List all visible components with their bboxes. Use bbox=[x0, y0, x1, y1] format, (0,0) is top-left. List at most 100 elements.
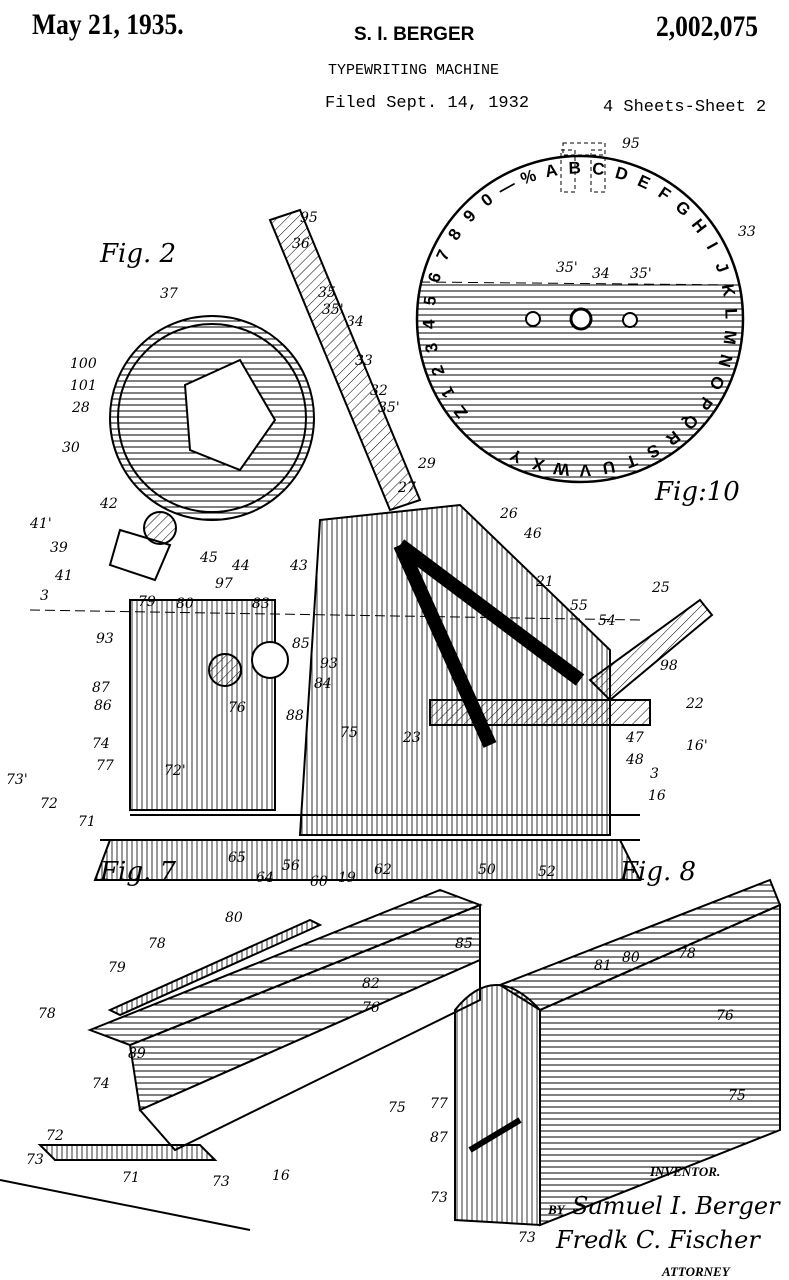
ref-label: 21 bbox=[535, 574, 554, 590]
ref-label: 87 bbox=[92, 680, 110, 696]
ref-label: 73 bbox=[430, 1190, 448, 1206]
dial-character: 0 bbox=[477, 190, 496, 211]
ref-label: 79 bbox=[138, 594, 156, 610]
ref-label: 52 bbox=[538, 864, 556, 880]
dial-character: I bbox=[703, 239, 722, 252]
ref-label: 101 bbox=[70, 378, 97, 394]
ref-label: 33 bbox=[738, 224, 756, 240]
dial-character: K bbox=[718, 282, 739, 298]
sheet-count: 4 Sheets-Sheet 2 bbox=[603, 98, 767, 117]
ref-label: 3 bbox=[650, 766, 659, 782]
dial-character: B bbox=[568, 158, 581, 177]
ref-label: 39 bbox=[50, 540, 68, 556]
ref-label: 98 bbox=[660, 658, 678, 674]
ref-label: 33 bbox=[355, 353, 373, 369]
ref-label: 16' bbox=[686, 738, 708, 754]
dial-character: 9 bbox=[459, 206, 479, 226]
ref-label: 73 bbox=[26, 1152, 44, 1168]
ref-label: 35' bbox=[556, 260, 578, 276]
dial-character: V bbox=[579, 460, 592, 479]
ref-label: 93 bbox=[320, 656, 338, 672]
fig8-paper-guide-end bbox=[454, 878, 782, 1227]
ref-label: 44 bbox=[231, 558, 250, 574]
inventor-name: S. I. BERGER bbox=[354, 24, 475, 45]
ref-label: 3 bbox=[40, 588, 49, 604]
ref-label: 72 bbox=[46, 1128, 64, 1144]
ref-label: 35' bbox=[630, 266, 652, 282]
ref-label: 30 bbox=[62, 440, 80, 456]
dial-character: E bbox=[635, 171, 653, 193]
ref-label: 37 bbox=[160, 286, 178, 302]
fig2-typewriter-section bbox=[29, 208, 714, 881]
ref-label: 54 bbox=[598, 613, 616, 629]
ref-label: 16 bbox=[272, 1168, 290, 1184]
ref-label: 88 bbox=[286, 708, 304, 724]
ref-label: 41' bbox=[29, 516, 52, 532]
ref-label: 79 bbox=[108, 960, 126, 976]
ref-label: 80 bbox=[622, 950, 640, 966]
ref-label: 41 bbox=[54, 568, 73, 584]
ref-label: 78 bbox=[678, 946, 696, 962]
inventor-signature: Samuel I. Berger bbox=[572, 1192, 781, 1220]
ref-label: 89 bbox=[128, 1046, 146, 1062]
ref-label: 48 bbox=[625, 752, 644, 768]
dial-character: L bbox=[721, 308, 740, 319]
ref-label: 45 bbox=[199, 550, 218, 566]
ref-label: 87 bbox=[430, 1130, 448, 1146]
filing-date: Filed Sept. 14, 1932 bbox=[325, 94, 530, 113]
ref-label: 32 bbox=[370, 383, 388, 399]
ref-label: 86 bbox=[94, 698, 112, 714]
ref-label: 16 bbox=[648, 788, 666, 804]
dial-character: % bbox=[518, 166, 539, 189]
ref-label: 19 bbox=[338, 870, 356, 886]
ref-label: 100 bbox=[70, 356, 97, 372]
ref-label: 43 bbox=[289, 558, 308, 574]
dial-character: F bbox=[655, 183, 674, 205]
ref-label: 78 bbox=[38, 1006, 56, 1022]
ref-label: 23 bbox=[402, 730, 421, 746]
ref-label: 85 bbox=[455, 936, 473, 952]
ref-label: 80 bbox=[176, 596, 194, 612]
fig8-caption: Fig. 8 bbox=[619, 857, 696, 887]
ref-label: 35' bbox=[378, 400, 400, 416]
ref-label: 72' bbox=[164, 763, 186, 779]
issue-date: May 21, 1935. bbox=[32, 8, 184, 41]
patent-title: TYPEWRITING MACHINE bbox=[328, 62, 500, 79]
ref-label: 77 bbox=[96, 758, 114, 774]
ref-label: 34 bbox=[592, 266, 610, 282]
ref-label: 71 bbox=[78, 814, 96, 830]
attorney-signature: Fredk C. Fischer bbox=[555, 1226, 761, 1254]
dial-character: J bbox=[711, 260, 732, 275]
by-label: BY bbox=[547, 1202, 566, 1217]
dial-character: 8 bbox=[444, 225, 465, 243]
ref-label: 64 bbox=[256, 870, 274, 886]
ref-label: 71 bbox=[122, 1170, 140, 1186]
fig2-caption: Fig. 2 bbox=[99, 239, 176, 269]
ref-label: 76 bbox=[362, 1000, 380, 1016]
ref-label: 75 bbox=[728, 1088, 746, 1104]
ref-label: 83 bbox=[252, 596, 270, 612]
ref-label: 46 bbox=[523, 526, 542, 542]
dial-character: A bbox=[543, 160, 559, 181]
dial-character: 3 bbox=[422, 341, 442, 354]
patent-number: 2,002,075 bbox=[656, 10, 758, 43]
ref-label: 29 bbox=[417, 456, 436, 472]
ref-label: 72 bbox=[40, 796, 58, 812]
ref-label: 34 bbox=[346, 314, 364, 330]
ref-label: 27 bbox=[397, 480, 416, 496]
dial-character: N bbox=[714, 352, 736, 369]
ref-label: 73 bbox=[518, 1230, 536, 1246]
ref-label: 36 bbox=[292, 236, 310, 252]
dial-character: D bbox=[613, 163, 630, 185]
ref-label: 62 bbox=[374, 862, 392, 878]
ref-label: 76 bbox=[716, 1008, 734, 1024]
ref-label: 65 bbox=[228, 850, 246, 866]
ref-label: 56 bbox=[282, 858, 300, 874]
ref-label: 73 bbox=[212, 1174, 230, 1190]
ref-label: 25 bbox=[651, 580, 670, 596]
ref-label: 85 bbox=[292, 636, 310, 652]
ref-label: 78 bbox=[148, 936, 166, 952]
